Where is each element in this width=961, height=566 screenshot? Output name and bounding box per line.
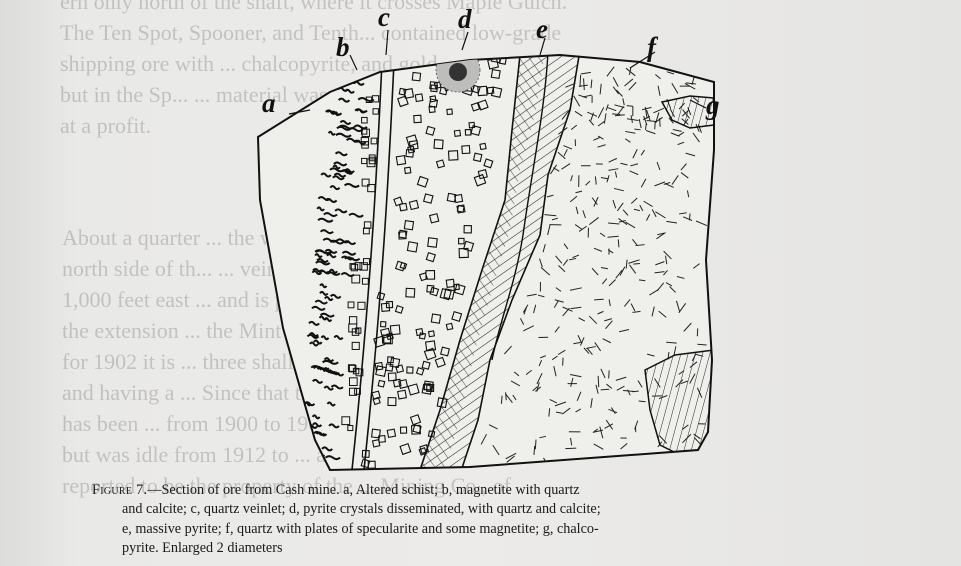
pyrite-nucleus xyxy=(449,63,467,81)
specularite-plate xyxy=(680,61,686,65)
magnetite-grain xyxy=(309,463,317,466)
label-f: f xyxy=(647,32,659,62)
caption-line-3: e, massive pyrite; f, quartz with plates… xyxy=(92,520,961,539)
magnetite-grain xyxy=(306,451,316,454)
label-g: g xyxy=(705,90,720,120)
specularite-plate xyxy=(618,239,619,247)
caption-line-2: and calcite; c, quartz veinlet; d, pyrit… xyxy=(92,500,961,519)
pyrite-crystal xyxy=(404,51,410,57)
label-a: a xyxy=(262,88,276,118)
specularite-plate xyxy=(645,456,653,457)
pyrite-crystal xyxy=(423,55,431,63)
ore-section-drawing: a b c d e f g xyxy=(245,0,725,480)
pyrite-crystal xyxy=(474,47,481,54)
specularite-plate xyxy=(565,448,576,449)
specularite-plate xyxy=(627,106,633,107)
specularite-plate xyxy=(660,118,661,127)
specularite-plate xyxy=(535,440,536,450)
magnetite-grain xyxy=(345,79,356,82)
caption-figure-number: Figure 7. xyxy=(92,482,147,498)
caption-line-4: pyrite. Enlarged 2 diameters xyxy=(92,539,961,558)
specularite-plate xyxy=(501,396,502,404)
specularite-plate xyxy=(601,389,610,390)
label-b: b xyxy=(336,32,350,62)
pyrite-crystal xyxy=(420,52,428,60)
specularite-plate xyxy=(697,344,706,345)
ore-section-figure: a b c d e f g xyxy=(245,0,725,480)
figure-caption: Figure 7.—Section of ore from Cash mine.… xyxy=(92,481,961,559)
specularite-plate xyxy=(633,263,640,264)
caption-line-1: Figure 7.—Section of ore from Cash mine.… xyxy=(92,481,961,500)
specularite-plate xyxy=(594,299,603,300)
specularite-plate xyxy=(580,75,581,87)
specularite-plate xyxy=(598,376,599,387)
specularite-plate xyxy=(506,392,507,400)
magnetite-grain xyxy=(316,465,324,468)
specularite-plate xyxy=(612,114,620,115)
specularite-plate xyxy=(669,66,677,69)
magnetite-grain xyxy=(312,453,318,456)
label-d: d xyxy=(458,4,472,34)
caption-text: —Section of ore from Cash mine. a, Alter… xyxy=(147,482,579,498)
magnetite-grain xyxy=(300,430,310,433)
label-e: e xyxy=(536,14,548,44)
label-c: c xyxy=(378,2,390,32)
pyrite-crystal xyxy=(450,45,459,54)
